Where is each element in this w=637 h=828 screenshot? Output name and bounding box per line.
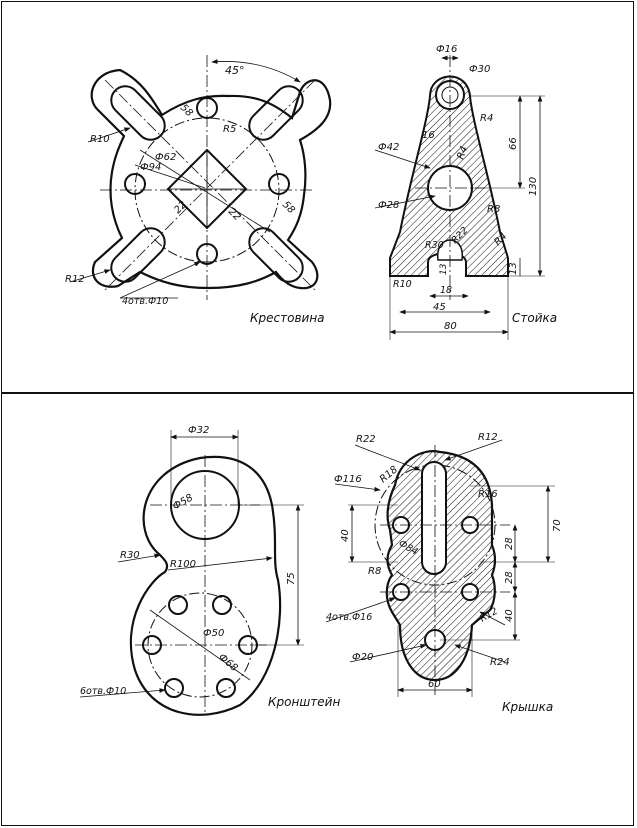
stoika-dim-d42: Ф42	[378, 142, 399, 153]
kronshtein-dim-r100: R100	[170, 559, 196, 570]
kryshka-holes-label: 4отв.Ф16	[326, 612, 372, 623]
krestovina-dim-r5: R5	[223, 124, 236, 135]
kryshka-dim-d116: Ф116	[334, 474, 362, 485]
stoika-dim-d30: Ф30	[469, 64, 490, 75]
stoika-dim-66: 66	[508, 137, 519, 150]
kryshka-dim-40-left: 40	[340, 529, 351, 542]
krestovina-dim-22-left: 22	[172, 199, 189, 216]
bottom-panel-frame	[1, 393, 634, 826]
stoika-dim-r8: R8	[487, 204, 500, 215]
kryshka-dim-d20: Ф20	[352, 652, 373, 663]
kryshka-dim-70: 70	[552, 519, 563, 532]
krestovina-dim-d62: Ф62	[155, 152, 176, 163]
krestovina-angle-label: 45°	[225, 64, 245, 77]
kryshka-dim-r8: R8	[368, 566, 381, 577]
kryshka-dim-r22: R22	[356, 434, 376, 445]
krestovina-holes	[124, 97, 290, 265]
top-panel-frame	[1, 1, 634, 393]
kryshka-drawing	[325, 439, 555, 697]
krestovina-dim-d94: Ф94	[140, 162, 161, 173]
stoika-dim-45: 45	[433, 302, 446, 313]
stoika-dim-r4-mid: R4	[455, 145, 470, 161]
kronshtein-dim-d32: Ф32	[188, 425, 209, 436]
kryshka-dim-40-right: 40	[504, 609, 515, 622]
kronshtein-dim-75: 75	[286, 572, 297, 585]
stoika-dim-80: 80	[444, 321, 457, 332]
kryshka-dim-60: 60	[428, 679, 441, 690]
kronshtein-dim-d68: Ф68	[216, 652, 239, 674]
stoika-dim-13-right: 13	[508, 262, 519, 275]
stoika-dim-r4-top: R4	[480, 113, 493, 124]
stoika-dim-r30: R30	[425, 240, 444, 251]
kronshtein-outline	[129, 455, 282, 716]
stoika-dim-d28: Ф28	[378, 200, 399, 211]
kronshtein-title: Кронштейн	[268, 695, 340, 709]
krestovina-slots	[110, 85, 304, 283]
stoika-title: Стойка	[512, 311, 557, 325]
kronshtein-dim-d58: Ф58	[171, 492, 195, 512]
krestovina-holes-label: 4отв.Ф10	[122, 296, 168, 307]
krestovina-drawing	[69, 55, 332, 300]
krestovina-dim-r12: R12	[65, 274, 85, 285]
stoika-dim-13-inner: 13	[439, 263, 449, 275]
stoika-dim-18: 18	[440, 285, 452, 296]
kronshtein-dim-r30: R30	[120, 550, 140, 561]
kryshka-dim-28-lower: 28	[504, 571, 515, 584]
krestovina-dim-22-right: 22	[226, 206, 243, 223]
kryshka-dim-r16: R16	[478, 489, 498, 500]
kryshka-dim-28-upper: 28	[504, 537, 515, 550]
stoika-dim-130: 130	[528, 177, 539, 196]
kronshtein-drawing	[79, 430, 304, 716]
kryshka-title: Крышка	[502, 700, 553, 714]
krestovina-dim-r10: R10	[90, 134, 110, 145]
stoika-drawing	[374, 55, 545, 340]
kronshtein-dim-d50: Ф50	[203, 628, 224, 639]
krestovina-dim-58-right: 58	[280, 199, 297, 216]
krestovina-title: Крестовина	[250, 311, 325, 325]
kronshtein-holes-label: 6отв.Ф10	[80, 686, 126, 697]
kryshka-dim-r24: R24	[490, 657, 510, 668]
stoika-dim-16: 16	[422, 130, 435, 141]
stoika-dim-d16: Ф16	[436, 44, 457, 55]
stoika-dim-r10: R10	[393, 279, 412, 290]
kryshka-dim-r12-top: R12	[478, 432, 498, 443]
